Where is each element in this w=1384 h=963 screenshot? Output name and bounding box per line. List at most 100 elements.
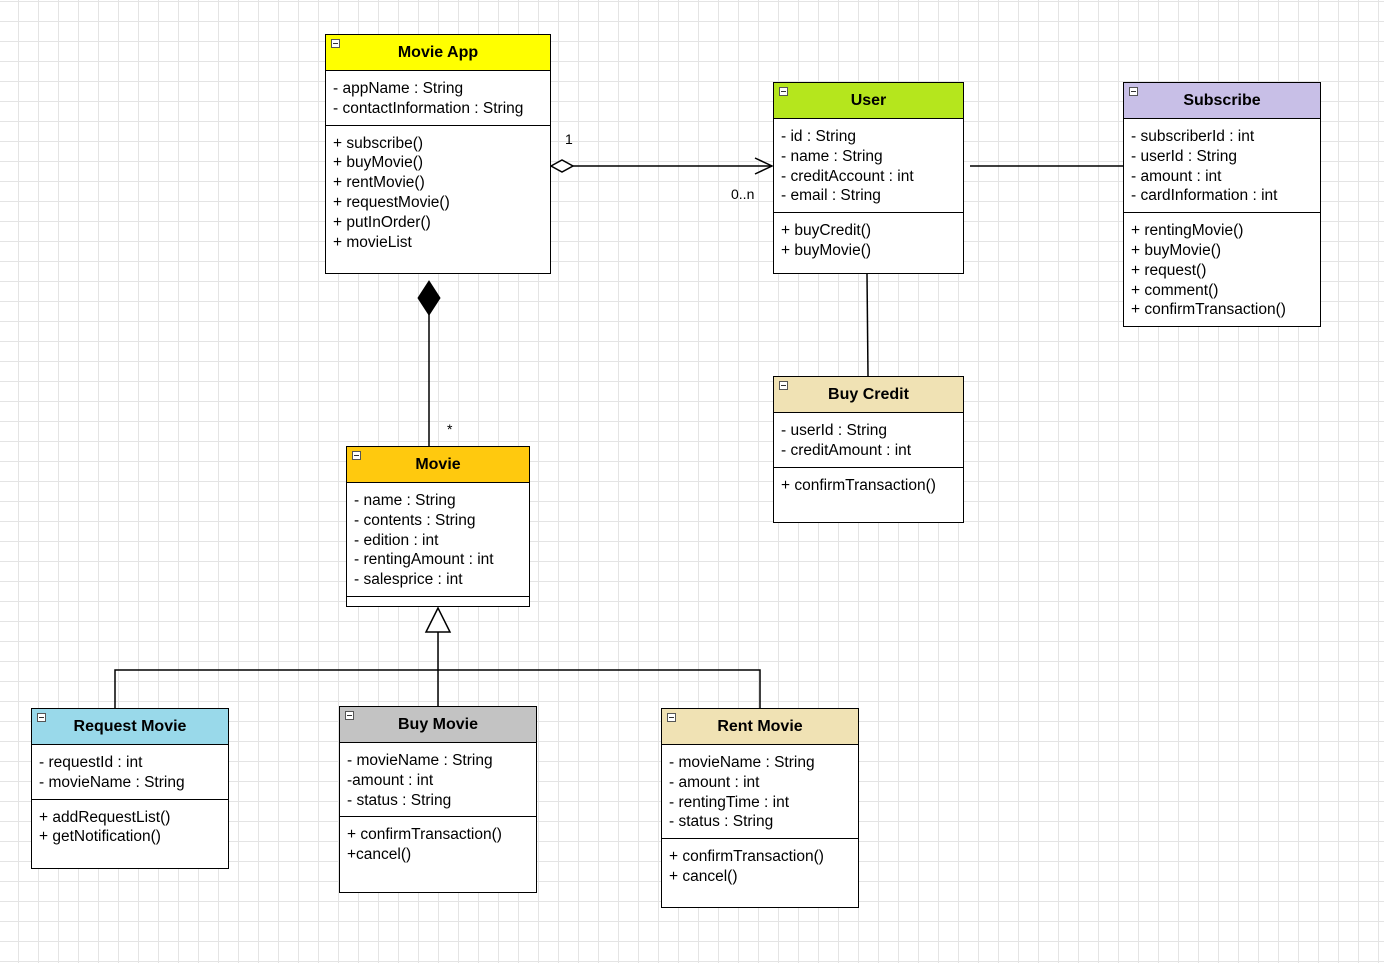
- operation[interactable]: + cancel(): [669, 867, 738, 885]
- attributes-section: - movieName : String -amount : int - statu…: [340, 743, 536, 818]
- class-header-subscribe[interactable]: Subscribe: [1124, 83, 1320, 119]
- collapse-toggle-icon[interactable]: [37, 713, 46, 722]
- multiplicity-label: 0..n: [731, 186, 755, 202]
- attributes-section: - appName : String - contactInformation :…: [326, 71, 550, 126]
- multiplicity-label: *: [447, 421, 453, 437]
- attribute[interactable]: - subscriberId : int: [1131, 128, 1255, 145]
- attribute[interactable]: - requestId : int: [39, 754, 143, 771]
- class-header-request-movie[interactable]: Request Movie: [32, 709, 228, 745]
- aggregation-diamond: [549, 159, 575, 173]
- class-name: Subscribe: [1183, 91, 1261, 109]
- class-name: User: [850, 91, 887, 109]
- operation[interactable]: + rentMovie(): [333, 174, 425, 192]
- class-movie-app[interactable]: Movie App - appName : String - contactInfo…: [325, 34, 551, 274]
- class-header-movie-app[interactable]: Movie App: [326, 35, 550, 71]
- operations-section: + confirmTransaction() +cancel(): [340, 817, 536, 892]
- attribute[interactable]: - movieName : String: [669, 754, 815, 771]
- class-header-user[interactable]: User: [774, 83, 963, 119]
- attribute[interactable]: - creditAmount : int: [781, 441, 912, 459]
- attribute[interactable]: - rentingAmount : int: [354, 551, 494, 569]
- attributes-section: - requestId : int - movieName : String: [32, 745, 228, 800]
- operation[interactable]: + putInOrder(): [333, 213, 431, 231]
- operation[interactable]: + buyCredit(): [781, 222, 872, 240]
- attribute[interactable]: - status : String: [347, 791, 452, 809]
- class-name: Rent Movie: [717, 717, 803, 735]
- operation[interactable]: + confirmTransaction(): [781, 476, 936, 494]
- collapse-toggle-icon[interactable]: [667, 713, 676, 722]
- operations-section: + confirmTransaction()+ cancel(): [662, 839, 858, 907]
- attribute[interactable]: - contents : String: [354, 511, 476, 529]
- attributes-section: - name : String - contents : String - edit…: [347, 483, 529, 597]
- collapse-toggle-icon[interactable]: [779, 87, 788, 96]
- class-request-movie[interactable]: Request Movie - requestId : int - movieNam…: [31, 708, 229, 869]
- operations-section: [347, 597, 529, 606]
- attribute[interactable]: - name : String: [781, 147, 883, 165]
- attributes-section: - subscriberId : int - userId : String - a…: [1124, 119, 1320, 214]
- operation[interactable]: + buyMovie(): [1131, 241, 1222, 259]
- attribute[interactable]: - contactInformation : String: [333, 99, 524, 117]
- operations-section: + buyCredit()+ buyMovie(): [774, 213, 963, 273]
- class-name: Buy Credit: [828, 385, 909, 403]
- attribute[interactable]: - movieName : String: [39, 773, 185, 791]
- operation[interactable]: + requestMovie(): [333, 193, 450, 211]
- association-line: [866, 273, 869, 377]
- class-name: Request Movie: [73, 717, 187, 735]
- attribute[interactable]: - movieName : String: [347, 752, 493, 769]
- operation[interactable]: + confirmTransaction(): [1131, 301, 1286, 319]
- class-name: Movie App: [397, 43, 479, 61]
- operation[interactable]: + confirmTransaction(): [347, 826, 502, 844]
- attribute[interactable]: - name : String: [354, 492, 456, 509]
- operation[interactable]: + request(): [1131, 261, 1207, 279]
- class-buy-movie[interactable]: Buy Movie - movieName : String -amount : i…: [339, 706, 537, 893]
- operation[interactable]: + comment(): [1131, 281, 1219, 299]
- composition-diamond: [417, 280, 441, 316]
- operations-section: + subscribe()+ buyMovie()+ rentMovie()+ …: [326, 126, 550, 273]
- operation[interactable]: + confirmTransaction(): [669, 848, 824, 866]
- collapse-toggle-icon[interactable]: [345, 711, 354, 720]
- class-header-buy-movie[interactable]: Buy Movie: [340, 707, 536, 743]
- attribute[interactable]: - amount : int: [1131, 167, 1222, 185]
- operations-section: + addRequestList() + getNotification(): [32, 800, 228, 868]
- class-header-movie[interactable]: Movie: [347, 447, 529, 483]
- attribute[interactable]: - salesprice : int: [354, 571, 463, 589]
- operation[interactable]: +cancel(): [347, 846, 412, 864]
- class-buy-credit[interactable]: Buy Credit - userId : String - creditAmoun…: [773, 376, 964, 523]
- attribute[interactable]: -amount : int: [347, 771, 434, 789]
- operation[interactable]: + buyMovie(): [333, 154, 424, 172]
- attribute[interactable]: - cardInformation : int: [1131, 187, 1278, 205]
- attributes-section: - id : String - name : String - creditAcco…: [774, 119, 963, 214]
- collapse-toggle-icon[interactable]: [352, 451, 361, 460]
- operations-section: + rentingMovie()+ buyMovie() + request() +…: [1124, 213, 1320, 326]
- attribute[interactable]: - rentingTime : int: [669, 793, 790, 811]
- operation[interactable]: + rentingMovie(): [1131, 222, 1244, 240]
- operation[interactable]: + movieList: [333, 233, 412, 251]
- attribute[interactable]: - appName : String: [333, 80, 464, 97]
- operations-section: + confirmTransaction(): [774, 468, 963, 522]
- class-rent-movie[interactable]: Rent Movie - movieName : String - amount :…: [661, 708, 859, 908]
- attribute[interactable]: - userId : String: [1131, 147, 1237, 165]
- collapse-toggle-icon[interactable]: [331, 39, 340, 48]
- class-subscribe[interactable]: Subscribe - subscriberId : int - userId : …: [1123, 82, 1321, 327]
- operation[interactable]: + subscribe(): [333, 134, 424, 152]
- attribute[interactable]: - userId : String: [781, 422, 887, 439]
- operation[interactable]: + buyMovie(): [781, 241, 872, 259]
- class-name: Movie: [415, 455, 461, 473]
- class-header-rent-movie[interactable]: Rent Movie: [662, 709, 858, 745]
- attribute[interactable]: - email : String: [781, 187, 881, 205]
- attribute[interactable]: - creditAccount : int: [781, 167, 914, 185]
- attribute[interactable]: - edition : int: [354, 531, 439, 549]
- attribute[interactable]: - status : String: [669, 813, 774, 831]
- attribute[interactable]: - id : String: [781, 128, 856, 145]
- class-header-buy-credit[interactable]: Buy Credit: [774, 377, 963, 413]
- class-user[interactable]: User - id : String - name : String - credit…: [773, 82, 964, 274]
- collapse-toggle-icon[interactable]: [1129, 87, 1138, 96]
- attribute[interactable]: - amount : int: [669, 773, 760, 791]
- open-arrowhead: [754, 157, 774, 175]
- operation[interactable]: + addRequestList(): [39, 808, 171, 826]
- collapse-toggle-icon[interactable]: [779, 381, 788, 390]
- operation[interactable]: + getNotification(): [39, 828, 161, 846]
- class-name: Buy Movie: [397, 715, 478, 733]
- class-movie[interactable]: Movie- name : String- contents : String-…: [346, 446, 530, 607]
